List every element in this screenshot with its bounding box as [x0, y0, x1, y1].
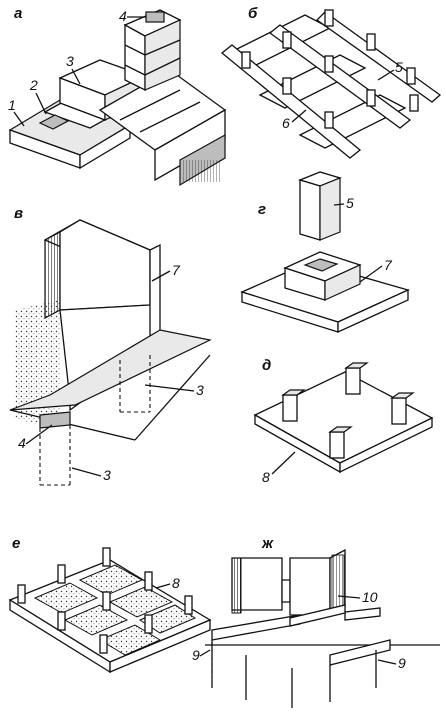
panel-d-slab-columns [253, 362, 434, 474]
label-g-5: 5 [346, 195, 354, 211]
label-v-3-bottom: 3 [103, 467, 111, 483]
label-g-7: 7 [384, 257, 393, 273]
panel-b-letter: б [248, 5, 258, 22]
panel-d-letter: д [262, 357, 271, 374]
label-a-3: 3 [66, 53, 74, 69]
label-b-5: 5 [395, 59, 403, 75]
label-v-7: 7 [172, 262, 181, 278]
label-e-8: 8 [172, 575, 180, 591]
panel-b-beam-grid [220, 9, 442, 159]
panel-g-letter: г [258, 201, 266, 218]
label-v-4: 4 [18, 435, 26, 451]
panel-a-strip-foundation [8, 9, 227, 187]
panel-v-letter: в [14, 205, 23, 222]
label-d-8: 8 [262, 469, 270, 485]
label-a-1: 1 [8, 97, 16, 113]
label-zh-9-right: 9 [398, 655, 406, 671]
panel-e-letter: е [12, 535, 20, 552]
label-zh-10: 10 [362, 589, 378, 605]
panel-g-column-footing [240, 171, 410, 334]
panel-zh-pile-foundation [205, 548, 440, 708]
panel-v-wall-section [9, 219, 212, 486]
label-b-6: 6 [282, 115, 290, 131]
panel-a-letter: а [14, 5, 22, 22]
label-a-4: 4 [119, 8, 127, 24]
label-v-3-top: 3 [196, 382, 204, 398]
panel-e-slab-grid [8, 547, 212, 674]
label-zh-9-left: 9 [192, 647, 200, 663]
panel-zh-letter: ж [261, 535, 274, 552]
label-a-2: 2 [29, 77, 38, 93]
